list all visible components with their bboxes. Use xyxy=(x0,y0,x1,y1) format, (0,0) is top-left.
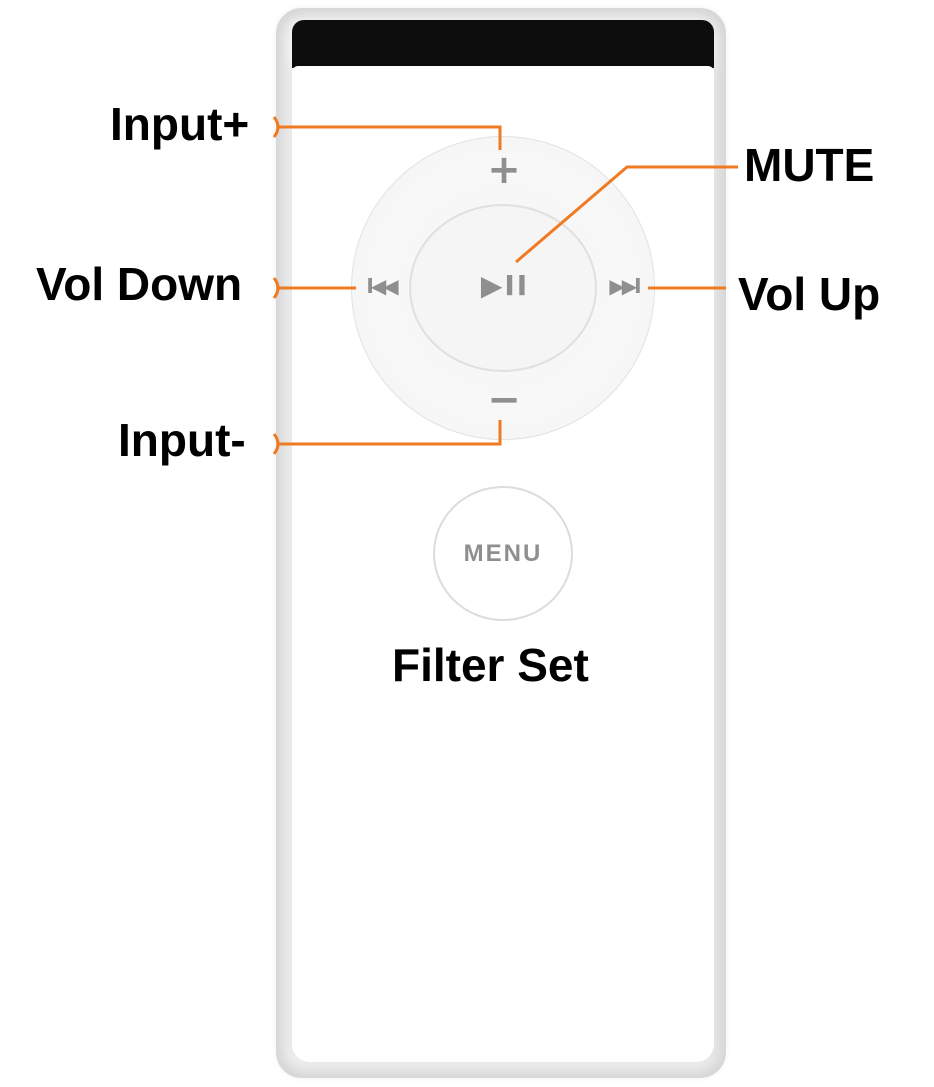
play-pause-icon[interactable]: ▶II xyxy=(480,269,530,302)
input-minus-label: Input- xyxy=(118,414,246,466)
vol-up-label: Vol Up xyxy=(738,268,881,320)
filter-set-label: Filter Set xyxy=(392,639,589,691)
remote-top-band xyxy=(292,20,714,68)
input-plus-label: Input+ xyxy=(110,98,250,150)
next-track-icon[interactable]: ▶▶I xyxy=(609,274,641,298)
minus-icon[interactable]: − xyxy=(487,377,521,423)
previous-track-icon[interactable]: I◀◀ xyxy=(366,274,398,298)
menu-button[interactable]: MENU xyxy=(433,486,573,621)
plus-icon[interactable]: + xyxy=(487,147,521,193)
menu-button-label: MENU xyxy=(463,539,543,567)
vol-down-label: Vol Down xyxy=(36,258,243,310)
mute-label: MUTE xyxy=(744,139,875,191)
